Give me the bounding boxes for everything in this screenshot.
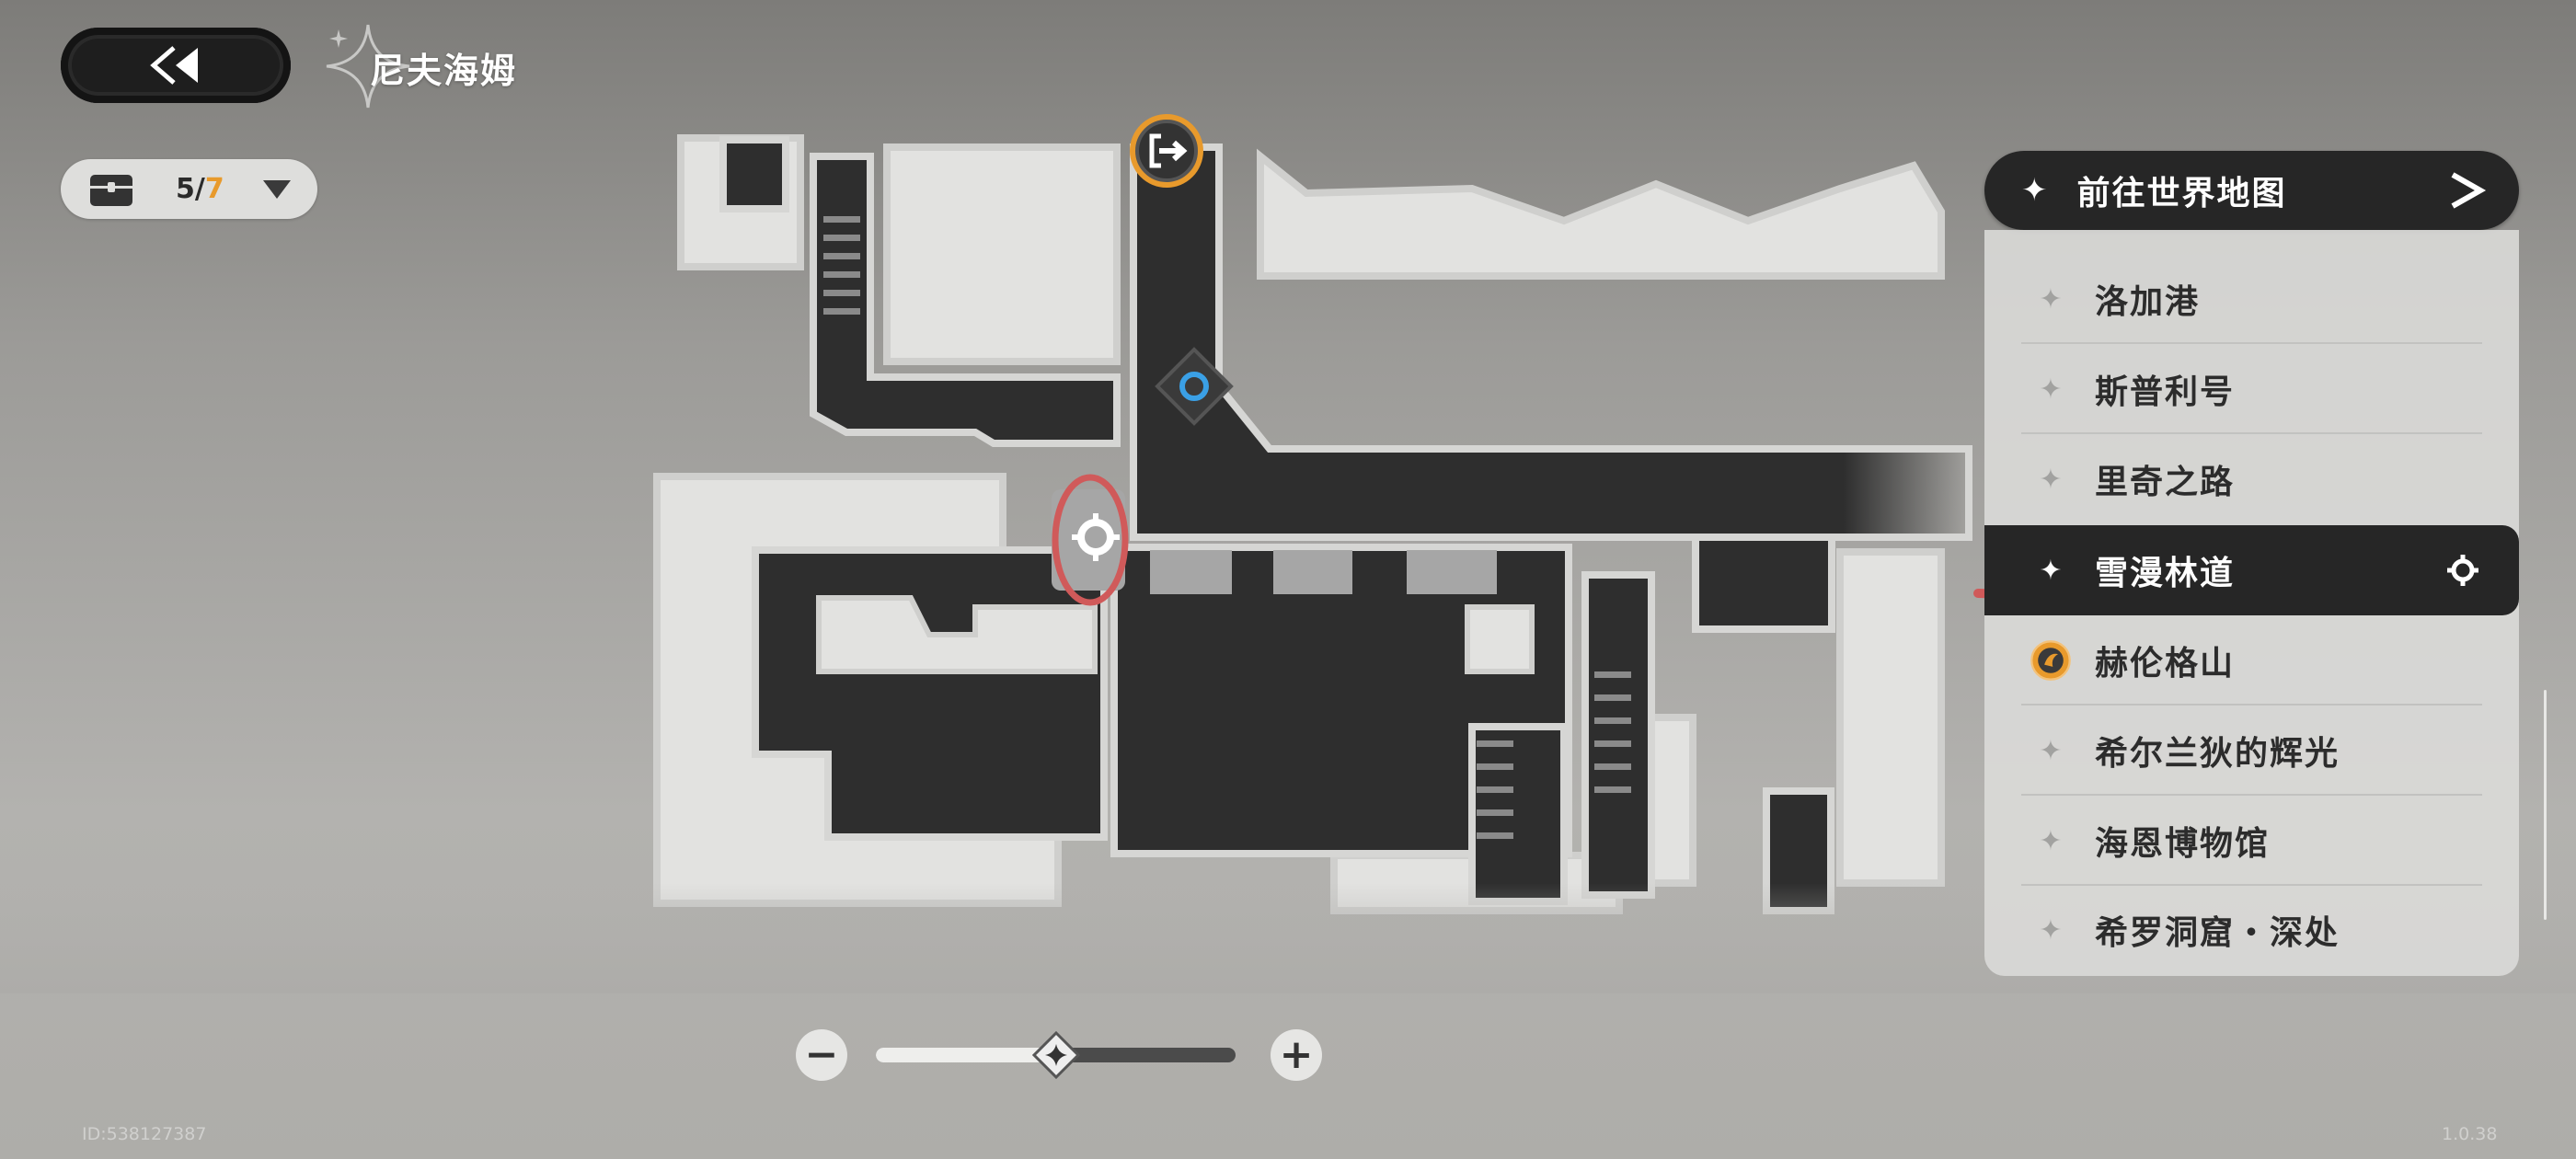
quest-badge-icon xyxy=(2030,640,2071,681)
location-label: 里奇之路 xyxy=(2095,464,2236,501)
star-icon: ✦ xyxy=(2039,373,2063,406)
region-name: 尼夫海姆 xyxy=(370,50,518,91)
sparkle-icon xyxy=(326,24,410,109)
location-label: 洛加港 xyxy=(2095,283,2201,321)
star-icon: ✦ xyxy=(2039,824,2063,857)
map-stairs xyxy=(823,216,1631,839)
world-map-label: 前往世界地图 xyxy=(2076,175,2287,212)
world-map-button[interactable]: ✦ 前往世界地图 xyxy=(1984,151,2519,230)
chevron-right-icon xyxy=(2451,172,2487,209)
divider xyxy=(2021,704,2482,706)
star-icon: ✦ xyxy=(2039,554,2063,587)
divider xyxy=(2021,884,2482,886)
divider xyxy=(2021,342,2482,344)
location-list[interactable]: ✦ 洛加港 ✦ 斯普利号 ✦ 里奇之路 ✦ 雪漫林道 赫伦格山 ✦ 希尔兰狄的辉光 ✦ 海恩… xyxy=(1984,230,2519,976)
star-icon: ✦ xyxy=(2039,463,2063,496)
star-icon: ✦ xyxy=(2021,172,2048,209)
location-item[interactable]: ✦ 斯普利号 xyxy=(1984,344,2519,434)
triangle-down-icon xyxy=(262,179,291,199)
location-item-selected[interactable]: ✦ 雪漫林道 xyxy=(1984,525,2519,615)
region-title: 尼夫海姆 xyxy=(326,24,518,109)
star-icon: ✦ xyxy=(2039,282,2063,316)
map-gray-blocks xyxy=(1052,489,1497,594)
location-label: 斯普利号 xyxy=(2095,373,2236,411)
zoom-slider[interactable] xyxy=(876,1048,1236,1062)
divider xyxy=(2021,794,2482,796)
zoom-slider-fill xyxy=(876,1048,1056,1062)
map-inner-rooms xyxy=(816,595,1535,674)
location-label: 希罗洞窟・深处 xyxy=(2095,914,2340,952)
chest-icon xyxy=(90,174,132,206)
location-label: 赫伦格山 xyxy=(2095,645,2236,683)
location-item[interactable]: ✦ 洛加港 xyxy=(1984,254,2519,344)
zoom-slider-handle[interactable] xyxy=(1031,1031,1080,1079)
location-label: 海恩博物馆 xyxy=(2095,825,2271,863)
plus-icon: + xyxy=(1279,1031,1314,1078)
star-icon: ✦ xyxy=(2039,734,2063,767)
exit-marker-icon[interactable] xyxy=(1130,114,1203,188)
star-icon: ✦ xyxy=(2039,913,2063,947)
location-item[interactable]: 赫伦格山 xyxy=(1984,615,2519,706)
zoom-out-button[interactable]: − xyxy=(796,1029,847,1081)
player-location-icon xyxy=(1072,513,1120,561)
chest-count: 5/7 xyxy=(176,173,224,205)
location-item[interactable]: ✦ 希罗洞窟・深处 xyxy=(1984,885,2519,975)
annotation-circle xyxy=(1052,474,1129,606)
location-item[interactable]: ✦ 里奇之路 xyxy=(1984,434,2519,524)
location-item[interactable]: ✦ 海恩博物馆 xyxy=(1984,796,2519,886)
location-item[interactable]: ✦ 希尔兰狄的辉光 xyxy=(1984,706,2519,796)
waypoint-icon[interactable] xyxy=(1155,347,1234,426)
minus-icon: − xyxy=(804,1031,839,1078)
chest-counter-dropdown[interactable]: 5/7 xyxy=(61,159,317,219)
zoom-in-button[interactable]: + xyxy=(1271,1029,1322,1081)
list-scrollbar[interactable] xyxy=(2544,690,2547,920)
double-chevron-left-icon xyxy=(150,46,198,85)
location-label: 雪漫林道 xyxy=(2095,555,2236,592)
user-id: ID:538127387 xyxy=(82,1124,207,1144)
location-label: 希尔兰狄的辉光 xyxy=(2095,735,2340,773)
version-label: 1.0.38 xyxy=(2442,1124,2498,1144)
back-button[interactable] xyxy=(61,28,291,103)
divider xyxy=(2021,432,2482,434)
locate-icon[interactable] xyxy=(2445,553,2480,588)
